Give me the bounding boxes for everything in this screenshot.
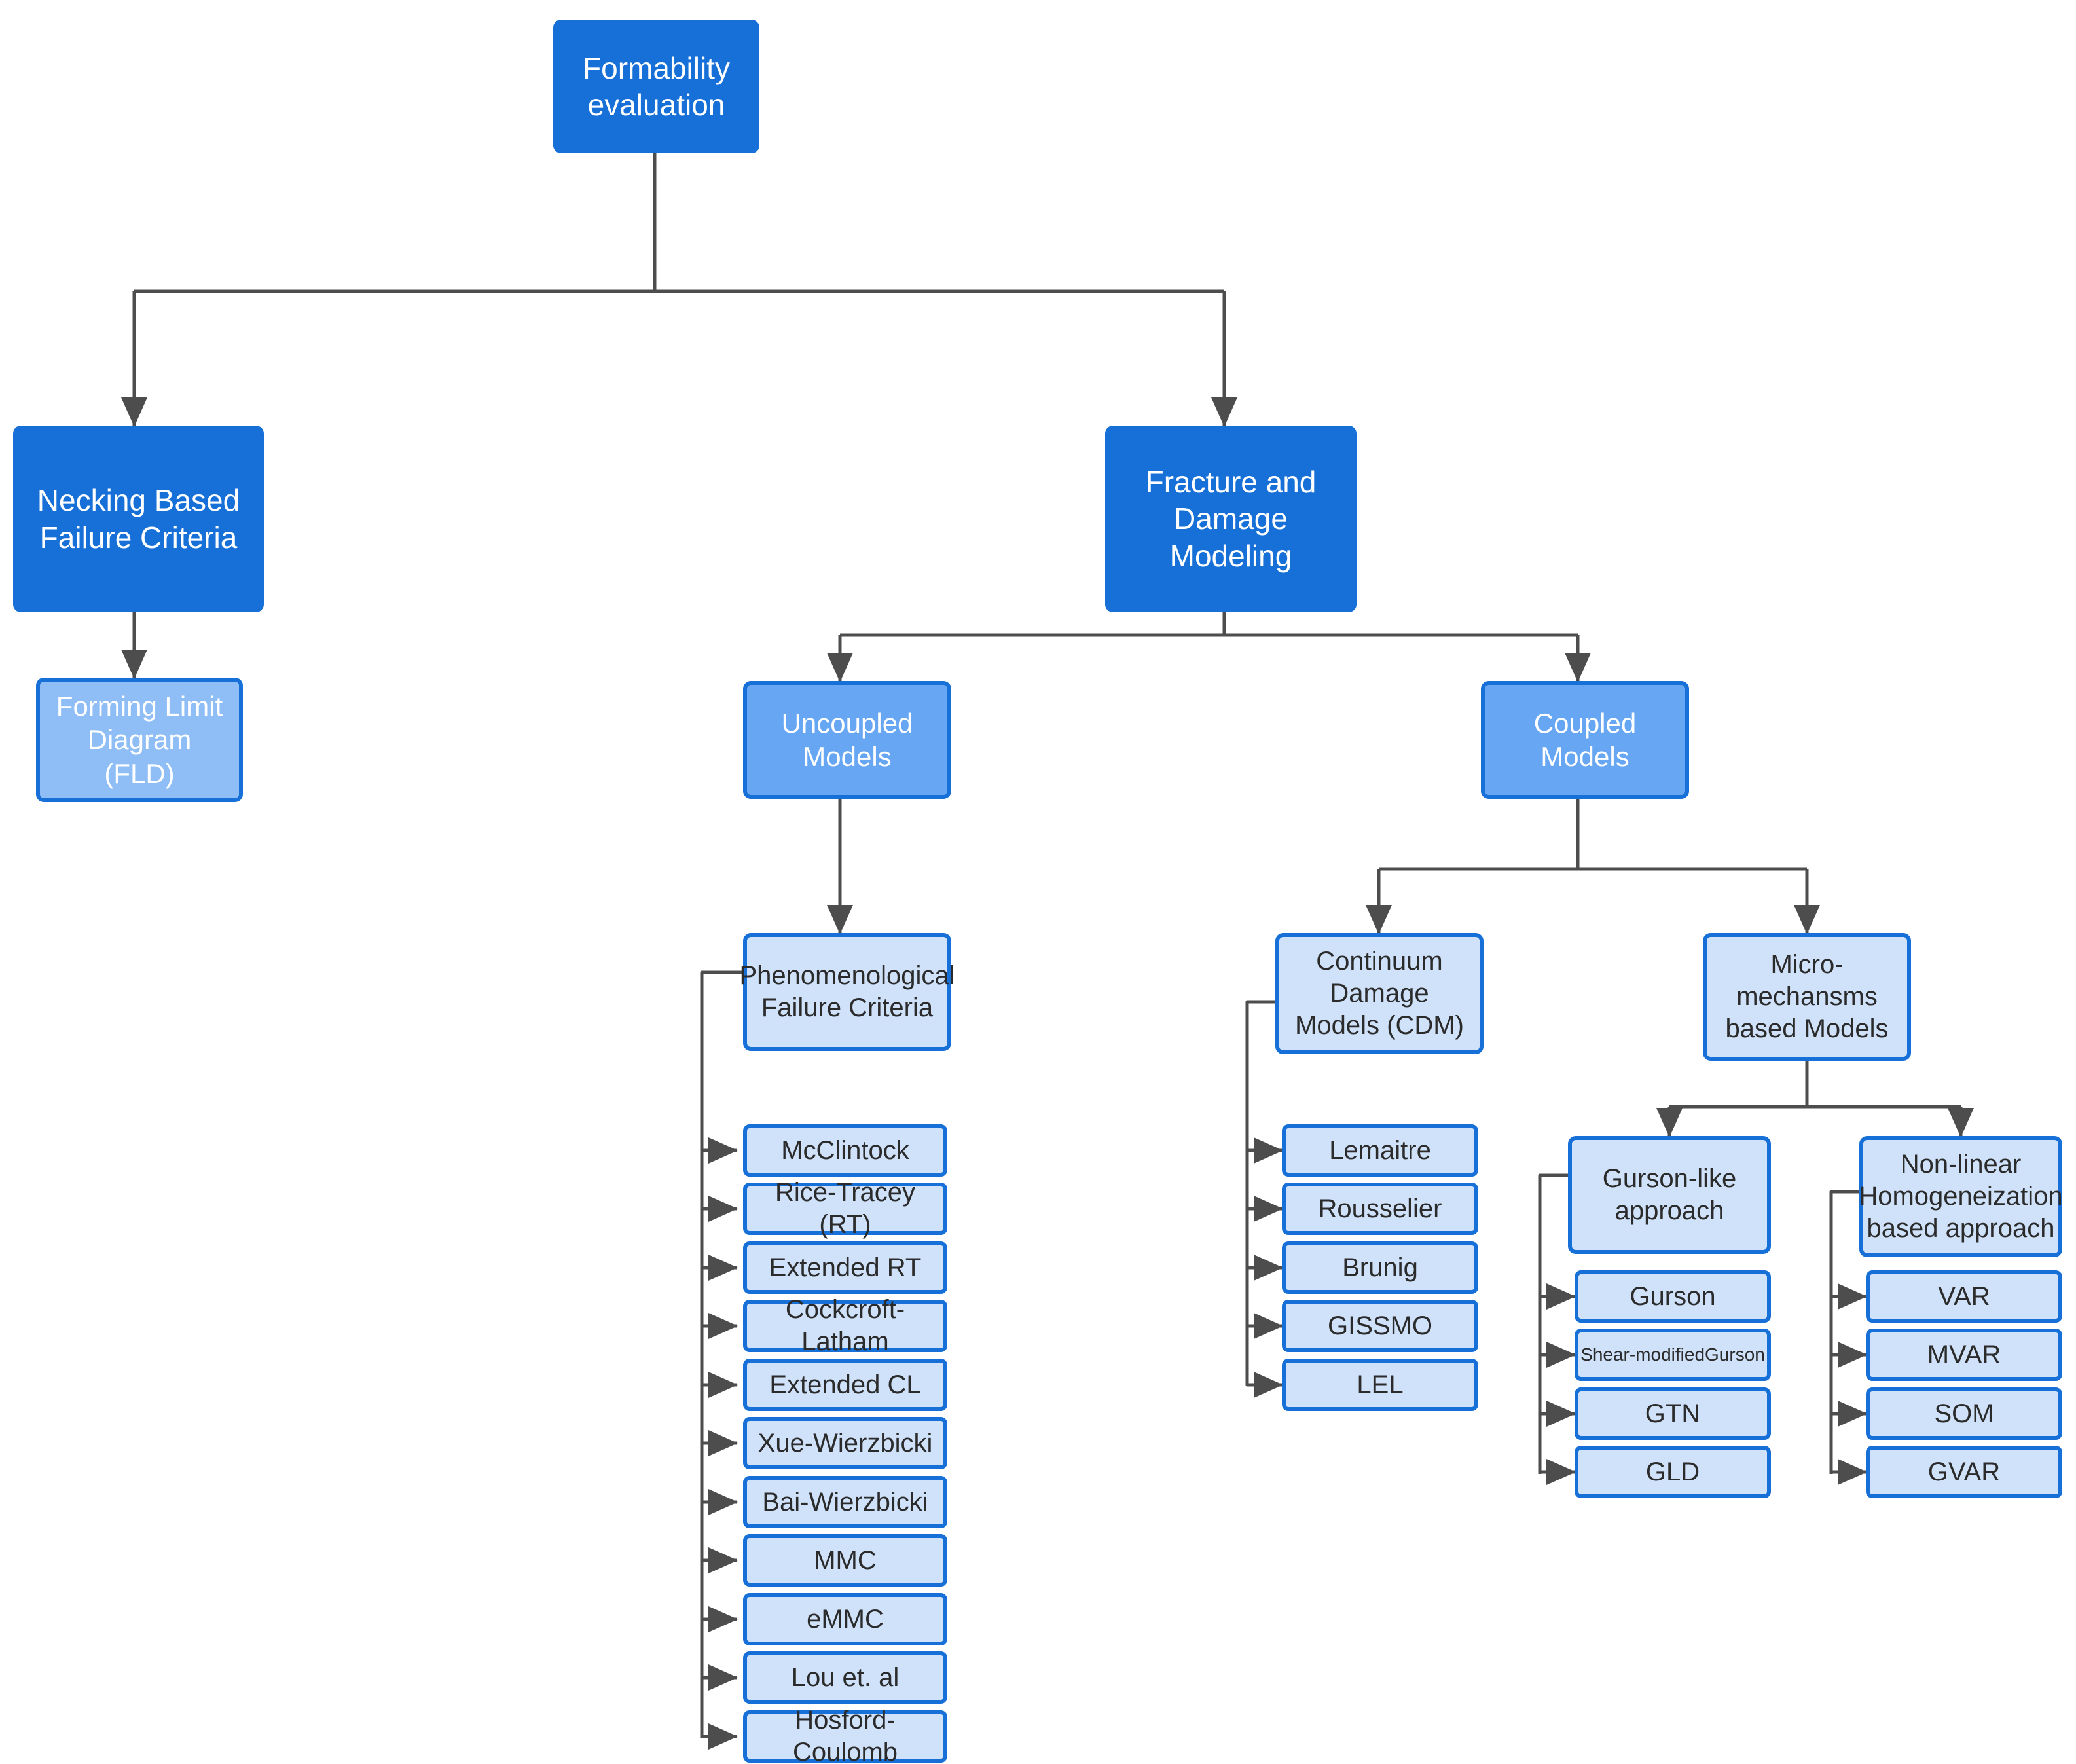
node-continuum-damage-models[interactable]: Continuum Damage Models (CDM) [1275, 933, 1484, 1054]
node-uncoupled-models[interactable]: Uncoupled Models [743, 681, 951, 799]
leaf-brunig[interactable]: Brunig [1282, 1241, 1478, 1294]
node-non-linear-homogenization-based-approach[interactable]: Non-linear Homogeneization based approac… [1859, 1136, 2063, 1257]
leaf-gissmo[interactable]: GISSMO [1282, 1300, 1478, 1352]
leaf-gurson[interactable]: Gurson [1575, 1270, 1771, 1323]
leaf-extended-cl[interactable]: Extended CL [743, 1359, 947, 1411]
leaf-som[interactable]: SOM [1866, 1387, 2062, 1440]
leaf-extended-rt[interactable]: Extended RT [743, 1241, 947, 1294]
leaf-emmc[interactable]: eMMC [743, 1593, 947, 1645]
bracket-phenomenological [700, 970, 743, 1750]
leaf-lel[interactable]: LEL [1282, 1359, 1478, 1411]
leaf-hosford-coulomb[interactable]: Hosford-Coulomb [743, 1706, 947, 1764]
node-fracture-and-damage-modeling[interactable]: Fracture and Damage Modeling [1105, 426, 1357, 612]
leaf-shear-modified-gurson[interactable]: Shear-modifiedGurson [1575, 1329, 1771, 1381]
leaf-gtn[interactable]: GTN [1575, 1387, 1771, 1440]
node-gurson-like-approach[interactable]: Gurson-like approach [1568, 1136, 1771, 1254]
leaf-gld[interactable]: GLD [1575, 1446, 1771, 1498]
leaf-mcclintock[interactable]: McClintock [743, 1124, 947, 1177]
leaf-lou-et-al[interactable]: Lou et. al [743, 1651, 947, 1704]
leaf-lemaitre[interactable]: Lemaitre [1282, 1124, 1478, 1177]
node-coupled-models[interactable]: Coupled Models [1481, 681, 1689, 799]
node-forming-limit-diagram[interactable]: Forming Limit Diagram (FLD) [36, 678, 243, 802]
leaf-bai-wierzbicki[interactable]: Bai-Wierzbicki [743, 1476, 947, 1528]
bracket-cdm [1245, 1000, 1283, 1398]
leaf-cockcroft-latham[interactable]: Cockcroft-Latham [743, 1295, 947, 1356]
node-micro-mechanisms-based-models[interactable]: Micro-mechansms based Models [1703, 933, 1911, 1061]
leaf-xue-wierzbicki[interactable]: Xue-Wierzbicki [743, 1417, 947, 1469]
node-necking-based-failure-criteria[interactable]: Necking Based Failure Criteria [13, 426, 264, 612]
leaf-mmc[interactable]: MMC [743, 1534, 947, 1587]
leaf-rice-tracey[interactable]: Rice-Tracey (RT) [743, 1178, 947, 1239]
node-formability-evaluation[interactable]: Formability evaluation [553, 20, 759, 153]
leaf-rousselier[interactable]: Rousselier [1282, 1183, 1478, 1235]
leaf-mvar[interactable]: MVAR [1866, 1329, 2062, 1381]
node-phenomenological-failure-criteria[interactable]: Phenomenological Failure Criteria [739, 933, 955, 1051]
leaf-var[interactable]: VAR [1866, 1270, 2062, 1323]
leaf-gvar[interactable]: GVAR [1866, 1446, 2062, 1498]
